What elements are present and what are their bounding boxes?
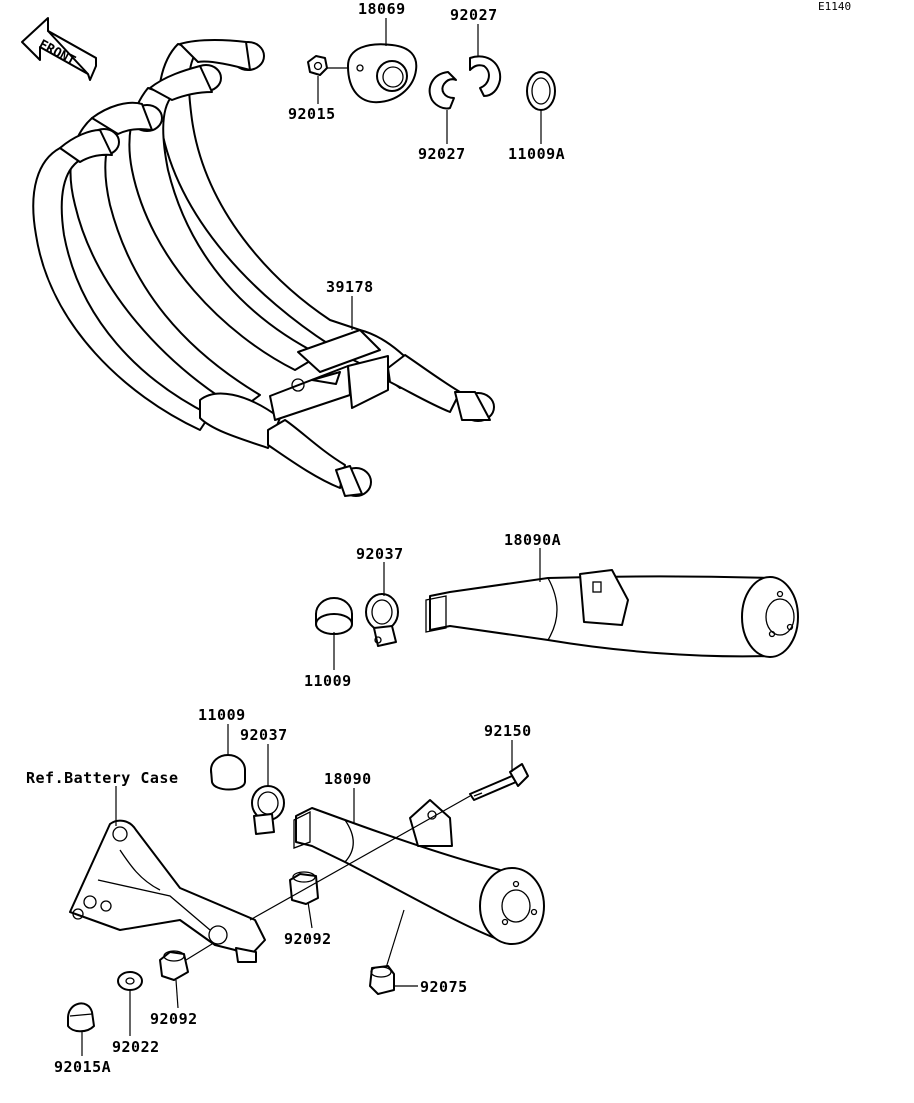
ref-battery-case-label: Ref.Battery Case: [26, 769, 179, 787]
label-92027-top: 92027: [450, 6, 498, 24]
part-18069-flange[interactable]: [347, 43, 418, 104]
label-92022: 92022: [112, 1038, 160, 1056]
part-92027-mid-collet[interactable]: [428, 71, 457, 110]
label-92037-b: 92037: [240, 726, 288, 744]
part-18090-muffler[interactable]: [293, 799, 545, 945]
part-11009-ring-upper[interactable]: [315, 597, 353, 635]
label-11009-b: 11009: [198, 706, 246, 724]
label-11009A: 11009A: [508, 145, 565, 163]
label-92027-mid: 92027: [418, 145, 466, 163]
part-18090A-muffler[interactable]: [425, 569, 799, 658]
label-92015: 92015: [288, 105, 336, 123]
part-11009-ring-lower[interactable]: [210, 754, 246, 791]
label-92075: 92075: [420, 978, 468, 996]
label-39178: 39178: [326, 278, 374, 296]
mounting-axis-lines: [185, 795, 471, 961]
part-92027-top-collet[interactable]: [469, 55, 502, 97]
part-92150-bolt[interactable]: [469, 763, 529, 801]
part-92092-bushing-upper[interactable]: [289, 871, 319, 905]
label-92092-a: 92092: [284, 930, 332, 948]
front-arrow-icon: FRONT: [21, 17, 97, 81]
part-92015A-cap-nut[interactable]: [67, 1002, 95, 1033]
label-92150: 92150: [484, 722, 532, 740]
part-92037-clamp-lower[interactable]: [251, 785, 285, 835]
leader-lines: [81, 18, 542, 1056]
diagram-code: E1140: [818, 0, 851, 13]
part-11009A-gasket[interactable]: [526, 71, 556, 111]
part-92037-clamp-upper[interactable]: [365, 593, 399, 647]
label-11009-a: 11009: [304, 672, 352, 690]
label-92037-a: 92037: [356, 545, 404, 563]
part-92015-nut[interactable]: [307, 55, 350, 76]
part-92075-rubber-damper[interactable]: [369, 965, 395, 995]
label-92015A: 92015A: [54, 1058, 111, 1076]
part-92022-washer[interactable]: [117, 971, 143, 991]
label-92092-b: 92092: [150, 1010, 198, 1028]
part-92092-bushing-lower[interactable]: [159, 950, 189, 981]
part-labels: 18069 92027 92015 92027 11009A 39178 920…: [26, 0, 565, 1076]
label-18069: 18069: [358, 0, 406, 18]
ref-battery-case-bracket: [69, 819, 266, 963]
label-18090A: 18090A: [504, 531, 561, 549]
exhaust-header-pipes[interactable]: [32, 39, 495, 497]
label-18090: 18090: [324, 770, 372, 788]
